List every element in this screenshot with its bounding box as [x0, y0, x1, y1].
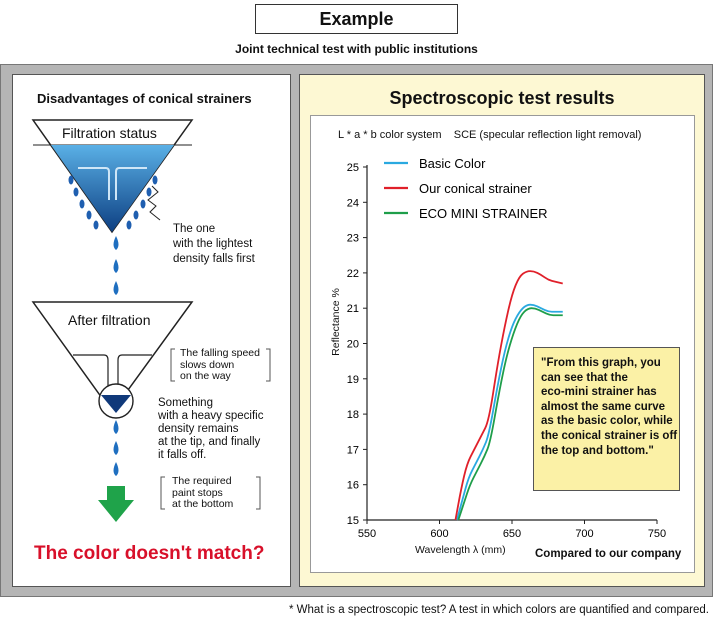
note-paint-line: The required [172, 475, 232, 487]
title-box: Example [255, 4, 458, 34]
x-tick-label: 750 [648, 528, 666, 540]
bottom-funnel-label: After filtration [68, 312, 151, 328]
footnote: * What is a spectroscopic test? A test i… [289, 604, 709, 616]
x-tick-label: 650 [503, 528, 521, 540]
note-heavy-line: density remains [158, 423, 239, 435]
y-tick-label: 16 [347, 480, 359, 492]
x-tick-label: 550 [358, 528, 376, 540]
bracket-speed [170, 348, 271, 382]
callout-box: "From this graph, you can see that the e… [533, 347, 680, 491]
falling-drops-bottom [113, 420, 119, 476]
falling-drops-top [113, 236, 119, 295]
note-lightest-line: density falls first [173, 253, 255, 265]
chart-lines [454, 270, 564, 521]
page-title: Example [319, 8, 394, 29]
callout-line: the conical strainer is off [541, 429, 678, 442]
y-tick-label: 20 [347, 339, 359, 351]
y-tick-label: 23 [347, 233, 359, 245]
series-line-eco-mini-strainer [457, 307, 563, 521]
y-tick-label: 18 [347, 409, 359, 421]
note-speed-line: slows down [180, 358, 235, 371]
note-heavy-line: at the tip, and finally [158, 436, 261, 448]
note-paint: The required paint stops at the bottom [172, 475, 234, 511]
left-heading: Disadvantages of conical strainers [37, 91, 252, 106]
y-tick-label: 24 [347, 197, 359, 209]
note-heavy-line: Something [158, 397, 213, 409]
note-speed-line: The falling speed [180, 347, 260, 359]
x-tick-label: 700 [575, 528, 593, 540]
bottom-funnel [31, 301, 194, 414]
chart-box [310, 115, 695, 573]
color-system-label: L * a * b color system SCE (specular ref… [338, 129, 642, 141]
note-paint-line: paint stops [172, 486, 223, 499]
tip-residue [101, 395, 131, 413]
chart-axes: 15 16 17 18 19 20 21 22 23 24 25 550 600 650 700 750 [347, 162, 666, 540]
bracket-paint [160, 476, 261, 510]
conclusion-text: The color doesn't match? [34, 543, 265, 564]
y-tick-label: 22 [347, 268, 359, 280]
series-line-basic-color [456, 303, 563, 521]
down-arrow-icon [98, 486, 134, 522]
side-droplets [68, 175, 158, 230]
bracket-lightest [147, 185, 161, 221]
note-heavy-line: with a heavy specific [158, 410, 264, 422]
y-tick-label: 17 [347, 444, 359, 456]
y-tick-label: 19 [347, 374, 359, 386]
y-tick-label: 15 [347, 515, 359, 527]
compared-label: Compared to our company [535, 548, 682, 560]
top-funnel-label: Filtration status [62, 125, 157, 141]
xlabel: Wavelength λ (mm) [415, 544, 506, 556]
legend-label: Our conical strainer [419, 181, 532, 196]
callout-line: "From this graph, you [541, 357, 661, 369]
callout-line: eco-mini strainer has [541, 386, 657, 399]
ylabel: Reflectance % [329, 288, 342, 356]
series-line-our-conical-strainer [454, 270, 564, 521]
y-tick-label: 25 [347, 162, 359, 174]
top-funnel-liquid [51, 145, 174, 232]
callout-line: the top and bottom." [541, 444, 654, 457]
note-lightest-line: The one [173, 223, 216, 235]
note-paint-line: at the bottom [172, 498, 234, 510]
page-subtitle: Joint technical test with public institu… [235, 42, 478, 56]
right-heading: Spectroscopic test results [389, 88, 615, 108]
note-lightest: The one with the lightest density falls … [173, 222, 255, 267]
note-heavy-line: it falls off. [158, 449, 207, 461]
legend-label: ECO MINI STRAINER [419, 206, 548, 221]
note-heavy: Something with a heavy specific density … [158, 397, 263, 462]
note-speed: The falling speed slows down on the way [180, 347, 260, 383]
legend-label: Basic Color [419, 156, 486, 171]
callout-line: almost the same curve [541, 400, 666, 413]
callout-line: as the basic color, while [541, 415, 673, 428]
note-lightest-line: with the lightest [173, 238, 253, 250]
note-speed-line: on the way [180, 370, 231, 382]
callout-line: can see that the [541, 371, 628, 384]
bottom-funnel-flow-lines [73, 354, 152, 388]
top-funnel-flow-lines [78, 167, 147, 200]
x-tick-label: 600 [430, 528, 448, 540]
y-tick-label: 21 [347, 303, 359, 315]
